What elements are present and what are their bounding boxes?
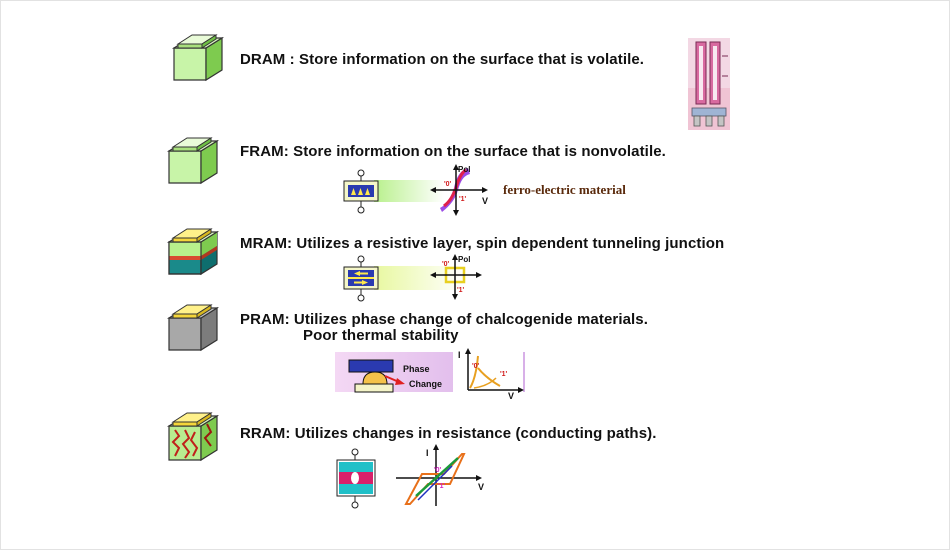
dram-trench-cell-image (688, 38, 730, 130)
rram-cell-diagram (336, 448, 376, 509)
fram-state1-label: '1' (459, 196, 467, 203)
pram-description-line2: Poor thermal stability (303, 327, 459, 344)
fram-state0-label: '0' (444, 181, 452, 188)
fram-v-label: V (482, 196, 488, 206)
rram-state1-label: '1' (438, 483, 446, 490)
mram-cube-icon (166, 228, 220, 276)
dram-description: DRAM : Store information on the surface … (240, 51, 645, 68)
pram-change-label: Change (409, 379, 442, 389)
rram-i-label: I (426, 448, 429, 458)
rram-cube-icon (166, 412, 220, 462)
fram-description: FRAM: Store information on the surface t… (240, 143, 666, 160)
pram-description: PRAM: Utilizes phase change of chalcogen… (240, 311, 649, 328)
rram-iv-graph: I '0' '1' V (396, 444, 484, 506)
mram-pol-label: Pol (458, 255, 470, 264)
mram-state1-label: '1' (457, 287, 465, 294)
mram-description: MRAM: Utilizes a resistive layer, spin d… (240, 235, 725, 252)
fram-cube-icon (166, 137, 220, 185)
rram-v-label: V (478, 482, 484, 492)
pram-cube-icon (166, 304, 220, 352)
rram-description: RRAM: Utilizes changes in resistance (co… (240, 425, 657, 442)
mram-state0-label: '0' (442, 261, 450, 268)
mram-hysteresis-graph: Pol '0' '1' (430, 254, 482, 300)
pram-iv-graph: I '0' '1' V (458, 348, 524, 401)
dram-cube-icon (171, 34, 225, 82)
pram-i-label: I (458, 350, 461, 360)
pram-state1-label: '1' (500, 371, 508, 378)
fram-material-label: ferro-electric material (503, 182, 626, 197)
pram-state0-label: '0' (472, 363, 480, 370)
mram-cell-diagram (343, 255, 464, 302)
pram-phase-label: Phase (403, 364, 430, 374)
fram-cell-diagram (343, 169, 444, 214)
fram-pol-label: Pol (458, 165, 470, 174)
pram-cell-diagram: Phase Change (335, 352, 525, 394)
rram-state0-label: '0' (434, 467, 442, 474)
pram-v-label: V (508, 391, 514, 401)
fram-hysteresis-graph: Pol '0' '1' V (430, 164, 488, 216)
